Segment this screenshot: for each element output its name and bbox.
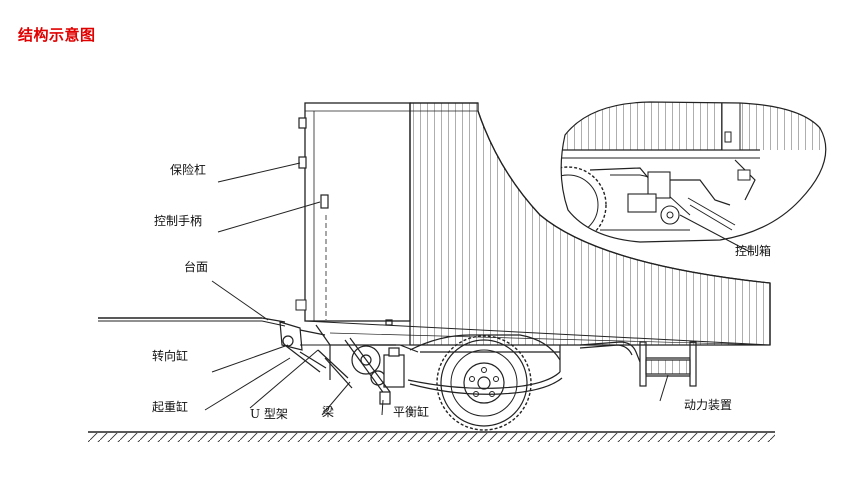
label-u-frame: U 型架 xyxy=(250,407,288,421)
rear-wheel xyxy=(436,335,532,431)
control-handle-block xyxy=(320,194,329,209)
diagram-title: 结构示意图 xyxy=(18,26,96,44)
chassis xyxy=(407,334,641,395)
ground xyxy=(88,431,775,442)
label-platform: 台面 xyxy=(184,260,209,274)
label-bumper: 保险杠 xyxy=(170,163,207,177)
leader-lines xyxy=(204,162,751,416)
lift-mechanism xyxy=(279,319,419,405)
label-steering-cylinder: 转向缸 xyxy=(152,349,189,363)
label-beam: 梁 xyxy=(322,405,335,419)
label-control-box: 控制箱 xyxy=(735,244,772,258)
label-lift-cylinder: 起重缸 xyxy=(152,400,189,414)
label-control-handle: 控制手柄 xyxy=(154,214,203,228)
bumper-block xyxy=(298,117,307,169)
label-power-unit: 动力装置 xyxy=(684,398,733,412)
platform xyxy=(98,299,307,327)
power-unit xyxy=(639,341,697,387)
control-box-inset xyxy=(560,101,827,243)
label-balance-cylinder: 平衡缸 xyxy=(393,405,430,419)
